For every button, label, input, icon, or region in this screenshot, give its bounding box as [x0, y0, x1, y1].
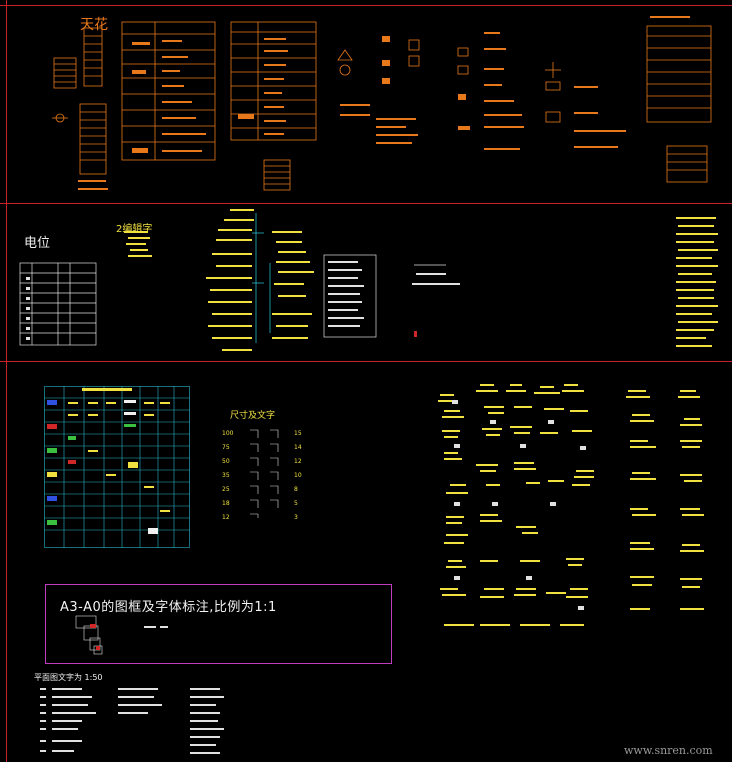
electrical-legend-graphics	[19, 209, 718, 351]
frame-title-box	[45, 584, 392, 664]
dimension-row: 12	[294, 458, 302, 465]
frame-divider-1	[0, 203, 732, 204]
scale-note: 平面图文字为 1:50	[34, 673, 103, 682]
dimension-title: 尺寸及文字	[230, 411, 276, 421]
ceiling-title: 天花	[80, 17, 108, 33]
dimension-row: 25	[222, 486, 230, 493]
dimension-row: 50	[222, 458, 230, 465]
electrical-title: 电位	[24, 236, 51, 251]
dimension-row: 8	[294, 486, 298, 493]
annotation-clusters	[438, 384, 704, 626]
bottom-text-block	[40, 688, 224, 754]
dimension-row: 5	[294, 500, 298, 507]
dimension-row: 15	[294, 430, 302, 437]
dimension-row: 12	[222, 514, 230, 521]
dimension-row: 75	[222, 444, 230, 451]
frame-left-line	[6, 0, 7, 762]
numbering-title: 2编辑字	[116, 224, 153, 235]
frame-top-line	[0, 5, 732, 6]
ceiling-legend-graphics	[52, 16, 712, 191]
frame-divider-2	[0, 361, 732, 362]
dimension-row: 35	[222, 472, 230, 479]
frame-thumbnails	[75, 615, 168, 655]
dimension-row: 10	[294, 472, 302, 479]
dimension-row: 3	[294, 514, 298, 521]
watermark: www.snren.com	[624, 744, 713, 757]
dimension-row: 18	[222, 500, 230, 507]
dimension-row: 100	[222, 430, 234, 437]
dimension-brackets	[250, 429, 279, 518]
frame-title-text: A3-A0的图框及字体标注,比例为1:1	[60, 600, 277, 615]
dimension-row: 14	[294, 444, 302, 451]
color-spec-table	[44, 386, 190, 548]
